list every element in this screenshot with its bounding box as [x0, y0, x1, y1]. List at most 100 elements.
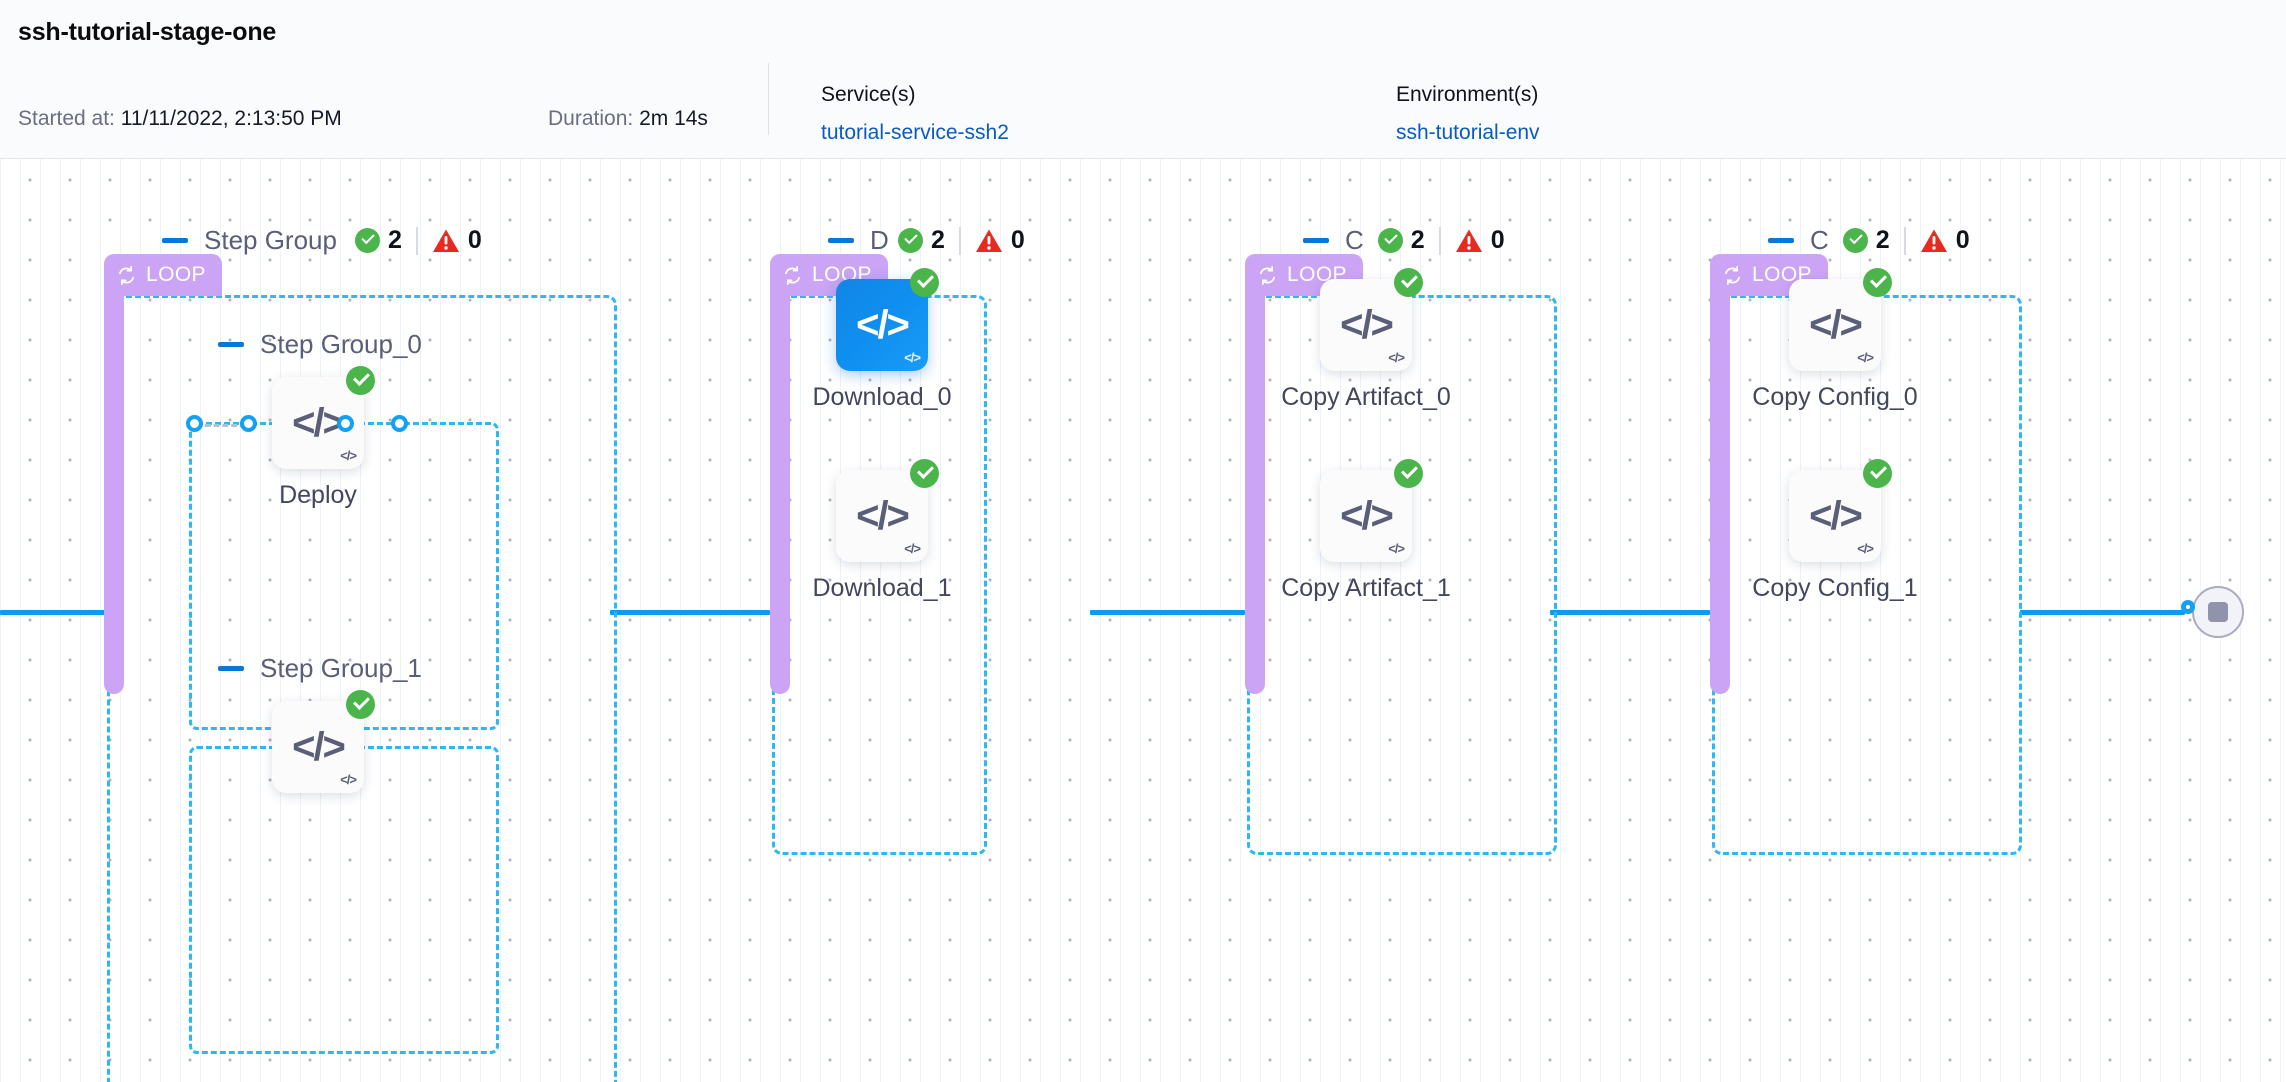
node-copy-config-1[interactable]: </> </> Copy Config_1	[1752, 459, 1918, 602]
node-tile[interactable]: </> </>	[272, 690, 375, 793]
collapse-dash-icon[interactable]	[1303, 238, 1329, 243]
check-circle-icon	[898, 228, 923, 253]
group-title: D	[870, 225, 888, 255]
stage-header: ssh-tutorial-stage-one Started at: 11/11…	[0, 0, 2286, 159]
loop-icon	[116, 265, 137, 286]
code-mini-icon: </>	[904, 350, 921, 365]
services-block: Service(s) tutorial-service-ssh2	[821, 63, 1396, 145]
collapse-dash-icon[interactable]	[162, 238, 188, 243]
node-download-0[interactable]: </> </> Download_0	[813, 268, 952, 411]
collapse-dash-icon[interactable]	[218, 666, 244, 671]
node-label: Copy Config_1	[1752, 574, 1918, 602]
collapse-dash-icon[interactable]	[218, 342, 244, 347]
loop-badge[interactable]: LOOP	[1710, 254, 1828, 296]
node-label: Copy Config_0	[1752, 383, 1918, 411]
node-copy-artifact-0[interactable]: </> </> Copy Artifact_0	[1281, 268, 1451, 411]
count-divider	[415, 226, 418, 255]
duration-value: 2m 14s	[639, 107, 708, 130]
started-at: Started at: 11/11/2022, 2:13:50 PM	[18, 63, 548, 131]
node-tile[interactable]: </> </>	[1320, 459, 1423, 562]
count-divider	[1438, 226, 1441, 255]
code-mini-icon: </>	[904, 541, 921, 556]
status-counts: 2 0	[1842, 226, 1970, 255]
loop-badge[interactable]: LOOP	[104, 254, 222, 296]
stop-square-icon	[2208, 602, 2228, 622]
loop-icon	[782, 265, 803, 286]
duration: Duration: 2m 14s	[548, 63, 768, 131]
group-header-download-group: D 2 0	[828, 225, 1025, 256]
group-title: Step Group	[204, 225, 337, 255]
loop-spine	[104, 284, 124, 694]
node-port-outer-left[interactable]	[186, 415, 203, 432]
connector-line-4	[2020, 610, 2185, 615]
node-deploy[interactable]: </> </> Deploy	[272, 366, 375, 509]
loop-badge[interactable]: LOOP	[1245, 254, 1363, 296]
node-tile[interactable]: </> </>	[836, 268, 939, 371]
group-header-step-group-0: Step Group_0	[218, 329, 440, 360]
collapse-dash-icon[interactable]	[828, 238, 854, 243]
success-count-item: 2	[1377, 226, 1425, 255]
started-at-value: 11/11/2022, 2:13:50 PM	[120, 107, 342, 130]
node-port-right[interactable]	[337, 415, 354, 432]
environments-label: Environment(s)	[1396, 83, 1539, 106]
pipeline-canvas[interactable]: LOOP Step Group 2 0	[0, 159, 2286, 1082]
connector-line-2	[1090, 610, 1245, 615]
error-count-item: 0	[432, 226, 482, 255]
group-header-step-group-1: Step Group_1	[218, 653, 440, 684]
node-status-success-icon	[1863, 268, 1892, 297]
code-mini-icon: </>	[1857, 541, 1874, 556]
code-mini-icon: </>	[1388, 541, 1405, 556]
node-status-success-icon	[1394, 268, 1423, 297]
environments-block: Environment(s) ssh-tutorial-env	[1396, 63, 1540, 145]
group-header-copy-artifact-group: C 2 0	[1303, 225, 1505, 256]
code-icon: </>	[1340, 494, 1394, 538]
end-node-stop[interactable]	[2192, 586, 2244, 638]
code-mini-icon: </>	[340, 772, 357, 787]
node-port-outer-right[interactable]	[391, 415, 408, 432]
end-node-port[interactable]	[2181, 600, 2195, 614]
group-title: C	[1810, 225, 1829, 255]
node-tile[interactable]: </> </>	[1320, 268, 1423, 371]
group-header-copy-config-group: C 2 0	[1768, 225, 1970, 256]
code-mini-icon: </>	[1388, 350, 1405, 365]
port-stub-left	[196, 424, 246, 427]
node-download-1[interactable]: </> </> Download_1	[813, 459, 952, 602]
error-count-item: 0	[975, 226, 1025, 255]
success-count: 2	[1875, 226, 1890, 254]
loop-icon	[1257, 265, 1278, 286]
success-count: 2	[387, 226, 402, 254]
status-counts: 2 0	[1377, 226, 1505, 255]
success-count: 2	[931, 226, 945, 254]
loop-spine	[1710, 284, 1730, 694]
node-tile[interactable]: </> </>	[1789, 268, 1892, 371]
environments-value[interactable]: ssh-tutorial-env	[1396, 121, 1540, 144]
services-value[interactable]: tutorial-service-ssh2	[821, 121, 1009, 144]
group-title: Step Group_0	[260, 329, 422, 359]
success-count-item: 2	[354, 226, 402, 255]
error-count-item: 0	[1920, 226, 1970, 255]
node-copy-artifact-1[interactable]: </> </> Copy Artifact_1	[1281, 459, 1451, 602]
connector-line-1	[610, 610, 770, 615]
node-tile[interactable]: </> </>	[836, 459, 939, 562]
node-step-group-1-step[interactable]: </> </>	[272, 690, 375, 793]
node-port-left[interactable]	[240, 415, 257, 432]
check-circle-icon	[1842, 228, 1868, 253]
loop-badge-label: LOOP	[146, 263, 206, 286]
error-count: 0	[467, 226, 482, 254]
warning-triangle-icon	[432, 228, 460, 254]
header-divider	[768, 63, 769, 135]
success-count: 2	[1410, 226, 1425, 254]
code-icon: </>	[1340, 303, 1394, 347]
node-label: Copy Artifact_1	[1281, 574, 1451, 602]
success-count-item: 2	[1842, 226, 1890, 255]
group-title: C	[1345, 225, 1364, 255]
node-label: Deploy	[279, 481, 357, 509]
node-tile[interactable]: </> </>	[1789, 459, 1892, 562]
warning-triangle-icon	[1920, 228, 1948, 254]
code-icon: </>	[856, 303, 910, 347]
node-status-success-icon	[910, 459, 939, 488]
page-title: ssh-tutorial-stage-one	[18, 18, 277, 46]
collapse-dash-icon[interactable]	[1768, 238, 1794, 243]
error-count: 0	[1490, 226, 1505, 254]
node-copy-config-0[interactable]: </> </> Copy Config_0	[1752, 268, 1918, 411]
